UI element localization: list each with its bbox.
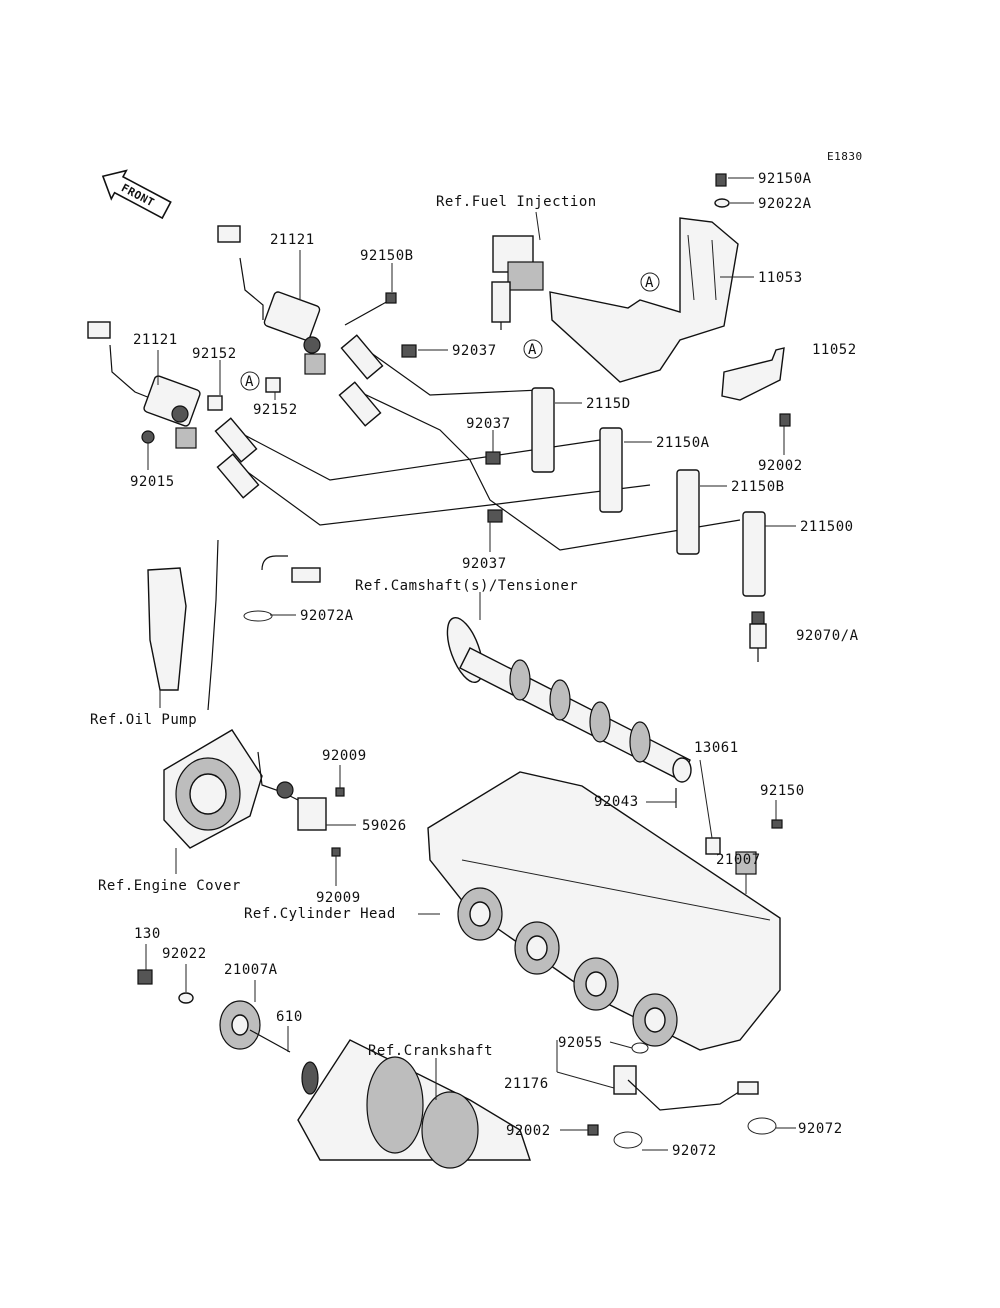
part-label: 92072A xyxy=(300,608,354,624)
part-label: 21007A xyxy=(224,962,278,978)
bolt-92150 xyxy=(771,819,783,829)
part-label: 92009 xyxy=(322,748,367,764)
svg-text:A: A xyxy=(645,275,654,291)
bolt-92150b xyxy=(344,299,391,326)
part-label: 92150B xyxy=(360,248,414,264)
part-label: 92009 xyxy=(316,890,361,906)
sensor-59026 xyxy=(257,751,327,831)
part-label: 92037 xyxy=(466,416,511,432)
washer-92022 xyxy=(178,992,194,1004)
part-label: 21150B xyxy=(731,479,785,495)
part-label: 92043 xyxy=(594,794,639,810)
part-label: 59026 xyxy=(362,818,407,834)
part-13061 xyxy=(705,837,721,855)
part-label: 92022 xyxy=(162,946,207,962)
leader-lines xyxy=(145,177,796,1151)
front-arrow-icon: FRONT xyxy=(101,169,172,220)
collar-92152-b xyxy=(265,377,281,393)
part-label: 2115D xyxy=(586,396,631,412)
washer-92022a xyxy=(714,198,730,208)
spark-plug-92070a xyxy=(749,611,767,662)
camshaft xyxy=(446,616,692,783)
plug-caps xyxy=(531,387,766,597)
bolt-92002-upper xyxy=(779,413,791,427)
part-label: 92002 xyxy=(758,458,803,474)
collar-92152-a xyxy=(207,395,223,411)
bolt-92009-b xyxy=(331,847,341,857)
svg-text:A: A xyxy=(528,342,537,358)
oil-pump-bracket xyxy=(147,539,321,711)
timing-rotor-21007a xyxy=(219,1000,291,1053)
part-label: 92150A xyxy=(758,171,812,187)
cylinder-head xyxy=(427,771,781,1051)
part-label: 92015 xyxy=(130,474,175,490)
crankshaft xyxy=(297,1039,531,1169)
part-label: 92150 xyxy=(760,783,805,799)
part-label: 13061 xyxy=(694,740,739,756)
part-label: 92072 xyxy=(672,1143,717,1159)
clamp-11052 xyxy=(721,347,785,401)
ignition-coil-rear xyxy=(217,225,326,375)
part-label: 92037 xyxy=(462,556,507,572)
part-label: 21121 xyxy=(133,332,178,348)
part-label: 21176 xyxy=(504,1076,549,1092)
fuel-injection-unit xyxy=(491,235,544,330)
ref-crankshaft: Ref.Crankshaft xyxy=(368,1043,493,1059)
part-label: 92072 xyxy=(798,1121,843,1137)
ref-cylinder-head: Ref.Cylinder Head xyxy=(244,906,396,922)
part-label: 21007 xyxy=(716,852,761,868)
plug-leads xyxy=(214,334,741,551)
oring-92055 xyxy=(631,1042,649,1054)
engine-cover xyxy=(163,729,263,849)
part-label: 92152 xyxy=(192,346,237,362)
part-label: 92152 xyxy=(253,402,298,418)
ref-fuel-injection: Ref.Fuel Injection xyxy=(436,194,597,210)
bracket-11053 xyxy=(549,217,739,383)
bolt-130 xyxy=(137,969,153,985)
part-label: 11052 xyxy=(812,342,857,358)
diagram-id: E1830 xyxy=(827,150,863,163)
part-label: 92070/A xyxy=(796,628,859,644)
bolt-92009-a xyxy=(335,787,345,797)
svg-text:A: A xyxy=(245,374,254,390)
ignition-coil-front xyxy=(87,321,201,449)
crank-sensor-21176 xyxy=(587,1042,777,1149)
part-label: 92037 xyxy=(452,343,497,359)
part-label: 211500 xyxy=(800,519,854,535)
ref-marker-a: A A A xyxy=(240,272,660,391)
part-label: 130 xyxy=(134,926,161,942)
part-label: 92002 xyxy=(506,1123,551,1139)
ref-oil-pump: Ref.Oil Pump xyxy=(90,712,197,728)
ref-engine-cover: Ref.Engine Cover xyxy=(98,878,241,894)
clip-92072-b xyxy=(747,1117,777,1135)
part-label: 92055 xyxy=(558,1035,603,1051)
clip-92072a xyxy=(243,610,273,622)
part-label: 92022A xyxy=(758,196,812,212)
lead-clamps-92037 xyxy=(401,344,503,523)
part-label: 21121 xyxy=(270,232,315,248)
part-label: 11053 xyxy=(758,270,803,286)
nut-92015 xyxy=(141,430,155,444)
clip-92072-a xyxy=(613,1131,643,1149)
bolt-92150a xyxy=(715,173,727,187)
part-label: 610 xyxy=(276,1009,303,1025)
ref-camshaft: Ref.Camshaft(s)/Tensioner xyxy=(355,578,578,594)
part-label: 21150A xyxy=(656,435,710,451)
